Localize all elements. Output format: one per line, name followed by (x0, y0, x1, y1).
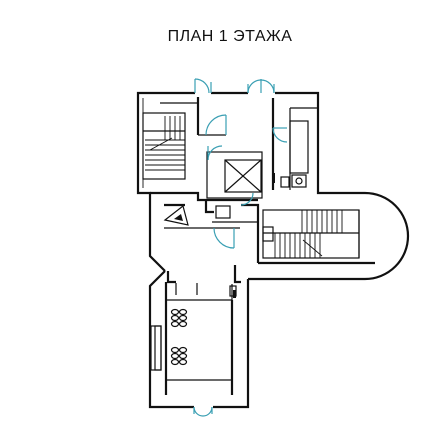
interior-walls (150, 97, 375, 395)
fixture-group-upper (170, 308, 188, 328)
small-marks (233, 173, 275, 298)
plan-title: ПЛАН 1 ЭТАЖА (167, 28, 293, 45)
fixture-group-lower (170, 346, 188, 366)
outer-walls (136, 91, 410, 409)
right-staircase (262, 209, 360, 259)
doors (193, 78, 288, 417)
left-staircase (142, 112, 186, 180)
wedge-fixture (163, 204, 189, 226)
